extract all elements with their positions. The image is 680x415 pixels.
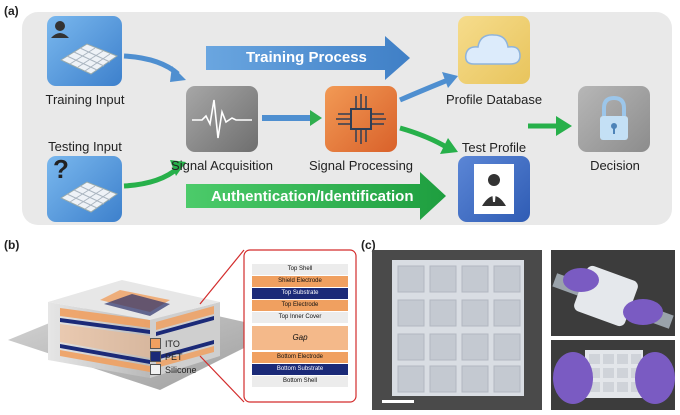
cloud-icon [464, 34, 521, 65]
decision-label: Decision [590, 158, 640, 173]
layer-shield-electrode: Shield Electrode [252, 276, 348, 287]
profile-database-label: Profile Database [445, 92, 543, 107]
processor-chip-icon [336, 94, 386, 144]
authentication-arrow [186, 172, 446, 220]
legend-label: ITO [165, 338, 180, 349]
panel-label-b: (b) [4, 238, 20, 252]
layer-top-electrode: Top Electrode [252, 300, 348, 311]
flexed-sensor-image [553, 350, 675, 404]
workflow-arrows [123, 36, 572, 220]
signal-processing-tile [325, 86, 397, 152]
panel-label-c: (c) [361, 238, 376, 252]
training-input-tile [47, 16, 122, 86]
sensor-array-icon [59, 181, 119, 213]
wrapped-sensor-image [552, 265, 674, 329]
layer-top-inner-cover: Top Inner Cover [252, 312, 348, 323]
layer-stack: Top Shell Shield Electrode Top Substrate… [252, 264, 348, 394]
testing-input-label: Testing Input [48, 139, 122, 154]
test-profile-label: Test Profile [461, 140, 527, 155]
sensor-grid [382, 260, 524, 403]
layer-top-substrate: Top Substrate [252, 288, 348, 299]
legend-label: Silicone [165, 364, 197, 375]
decision-tile [578, 86, 650, 152]
user-icon [51, 21, 69, 38]
wrapped-sensor-photo [551, 250, 675, 336]
legend-label: PET [165, 351, 183, 362]
layer-top-shell: Top Shell [252, 264, 348, 275]
test-profile-tile [458, 156, 530, 222]
legend-item-pet: PET [150, 351, 183, 362]
scale-bar [382, 400, 414, 403]
signal-processing-label: Signal Processing [308, 158, 414, 173]
id-badge-icon [474, 164, 514, 214]
training-to-acquisition-arrow [123, 53, 180, 76]
layer-gap: Gap [252, 326, 348, 350]
signal-acquisition-tile [186, 86, 258, 152]
authentication-label: Authentication/Identification [211, 188, 414, 205]
training-process-label: Training Process [246, 49, 367, 66]
layer-bottom-shell: Bottom Shell [252, 376, 348, 387]
processing-to-test-profile-arrow [399, 125, 450, 151]
sensor-array-photo [372, 250, 542, 410]
layer-bottom-substrate: Bottom Substrate [252, 364, 348, 375]
legend-item-silicone: Silicone [150, 364, 197, 375]
legend-swatch [150, 338, 161, 349]
legend-item-ito: ITO [150, 338, 180, 349]
sensor-array-icon [51, 21, 119, 75]
training-process-arrow [206, 36, 410, 80]
panel-label-a: (a) [4, 4, 19, 18]
question-mark-icon: ? [53, 154, 69, 184]
lock-icon [600, 95, 628, 140]
processing-to-database-arrow [399, 77, 449, 103]
layer-bottom-electrode: Bottom Electrode [252, 352, 348, 363]
profile-database-tile [458, 16, 530, 84]
testing-input-tile: ? [47, 154, 122, 222]
flexed-sensor-photo [551, 340, 675, 410]
legend-swatch [150, 351, 161, 362]
training-input-label: Training Input [45, 92, 125, 107]
signal-acquisition-label: Signal Acquisition [171, 158, 273, 173]
waveform-icon [192, 99, 252, 139]
legend-swatch [150, 364, 161, 375]
